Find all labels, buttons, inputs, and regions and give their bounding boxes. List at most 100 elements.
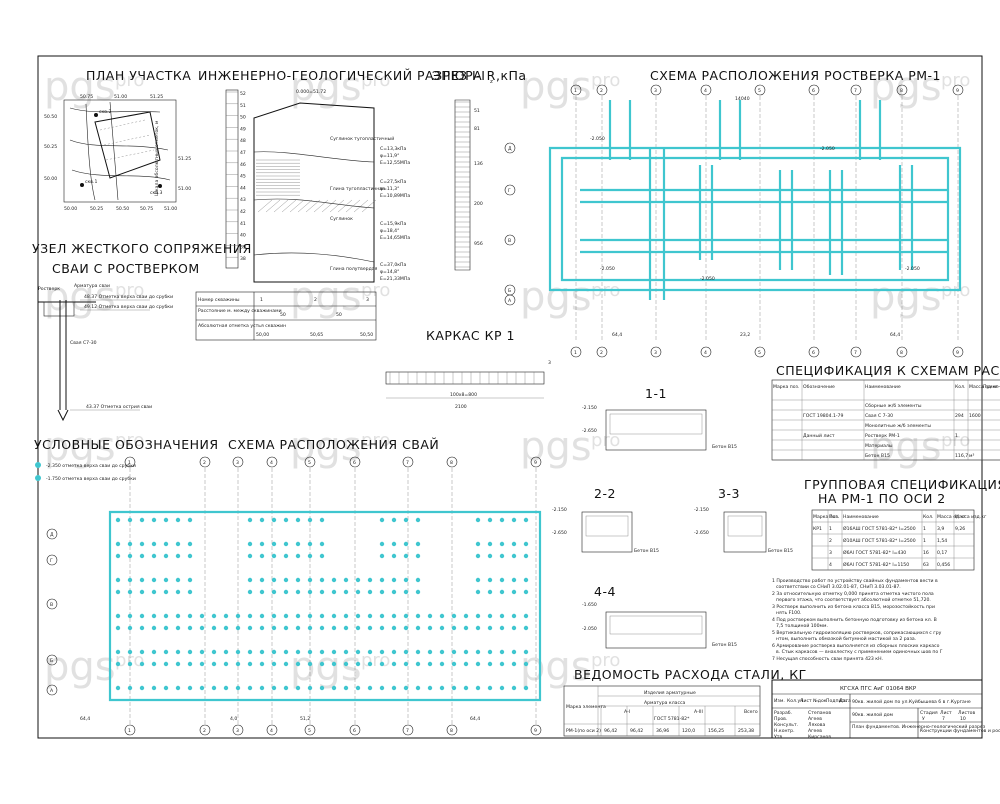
pile-marker <box>223 685 229 691</box>
svg-text:φ=11,9°: φ=11,9° <box>380 153 399 159</box>
group-cell: 1 <box>923 526 926 532</box>
pile-marker <box>319 517 325 523</box>
pile-marker <box>487 589 493 595</box>
pile-marker <box>307 553 313 559</box>
steel-cell: 96,42 <box>630 728 643 734</box>
pile-marker <box>295 541 301 547</box>
pile-marker <box>235 661 241 667</box>
scale-tick: 52 <box>240 91 246 97</box>
spec-header: Кол. <box>955 384 965 390</box>
svg-text:Листов: Листов <box>958 710 975 716</box>
spec-header: Масса ед.кг <box>969 384 998 390</box>
pile-marker <box>343 685 349 691</box>
svg-text:Е=14,65МПа: Е=14,65МПа <box>380 235 410 241</box>
pile-marker <box>367 589 373 595</box>
axis-label: 4 <box>270 728 273 734</box>
piles-scheme-title: СХЕМА РАСПОЛОЖЕНИЯ СВАЙ <box>228 437 439 452</box>
watermark-text: pgs <box>44 644 116 690</box>
svg-text:Номер скважины: Номер скважины <box>198 297 240 303</box>
grillage-scheme: СХЕМА РАСПОЛОЖЕНИЯ РОСТВЕРКА РМ-1 112233… <box>504 68 964 358</box>
epure-title: ЭПЮРА R <box>432 68 496 83</box>
scale-tick: 46 <box>240 162 246 168</box>
pile-marker <box>499 685 505 691</box>
pile-marker <box>175 541 181 547</box>
svg-text:49.12 Отметка верха сваи до ср: 49.12 Отметка верха сваи до срубки <box>84 304 173 310</box>
axis-bubble <box>754 346 766 358</box>
pile-marker <box>367 625 373 631</box>
axis-bubble <box>46 654 58 666</box>
group-cell: 3 <box>829 550 832 556</box>
pile-marker <box>379 685 385 691</box>
pile-marker <box>463 613 469 619</box>
pile-marker <box>523 541 529 547</box>
axis-label: 3 <box>236 460 239 466</box>
svg-text:скв.2: скв.2 <box>99 109 111 115</box>
group-header: Марка поз. <box>813 514 839 520</box>
pile-marker <box>415 577 421 583</box>
pile-marker <box>223 613 229 619</box>
pile-marker <box>271 517 277 523</box>
svg-text:50,00: 50,00 <box>256 332 269 338</box>
pile-marker <box>211 613 217 619</box>
pile-marker <box>391 553 397 559</box>
pile-marker <box>283 589 289 595</box>
legend-item-1: -2.350 отметка верха сваи до срубки <box>46 463 136 469</box>
watermark-sub: pro <box>115 280 144 301</box>
pile-marker <box>523 577 529 583</box>
group-cell: 2 <box>829 538 832 544</box>
legend: УСЛОВНЫЕ ОБОЗНАЧЕНИЯ -2.350 отметка верх… <box>34 437 218 482</box>
pile-marker <box>115 649 121 655</box>
pile-marker <box>151 613 157 619</box>
watermark-text: pgs <box>520 644 592 690</box>
axis-bubble <box>896 84 908 96</box>
pile-marker <box>319 661 325 667</box>
pile-marker <box>391 577 397 583</box>
pile-marker <box>295 685 301 691</box>
watermark-text: pgs <box>290 644 362 690</box>
pile-marker <box>247 649 253 655</box>
note-line: 3 Ростверк выполнить из бетона класса В1… <box>772 603 935 610</box>
svg-text:100х8=800: 100х8=800 <box>450 392 477 398</box>
scale-tick: 50 <box>240 115 246 121</box>
pile-marker <box>319 649 325 655</box>
pile-marker <box>379 649 385 655</box>
pile-marker <box>259 589 265 595</box>
pile-marker <box>379 589 385 595</box>
pile-marker <box>511 613 517 619</box>
steel-title: ВЕДОМОСТЬ РАСХОДА СТАЛИ, КГ <box>574 667 807 682</box>
axis-bubble <box>349 456 361 468</box>
pile-marker <box>307 613 313 619</box>
svg-text:51: 51 <box>474 108 480 114</box>
pile-marker <box>295 661 301 667</box>
steel-cell: 156,25 <box>708 728 724 734</box>
spec-cell: 116,7 <box>955 453 968 459</box>
watermark-text: pgs <box>870 424 942 470</box>
pile-marker <box>343 661 349 667</box>
axis-bubble <box>530 456 542 468</box>
stamp-project: 90кв. жилой дом по ул.Куйбышева 6 в г.Ку… <box>852 698 971 705</box>
axis-bubble <box>570 346 582 358</box>
svg-text:Е=12,55МПа: Е=12,55МПа <box>380 160 410 166</box>
pile-marker <box>223 649 229 655</box>
pile-marker <box>283 625 289 631</box>
axis-bubble <box>896 346 908 358</box>
pile-marker <box>211 685 217 691</box>
pile-node: УЗЕЛ ЖЕСТКОГО СОПРЯЖЕНИЯ СВАИ С РОСТВЕРК… <box>32 241 251 422</box>
pile-marker <box>391 661 397 667</box>
pile-marker <box>283 613 289 619</box>
pile-marker <box>451 649 457 655</box>
axis-bubble <box>349 724 361 736</box>
axis-label: 9 <box>534 460 537 466</box>
pile-marker <box>259 541 265 547</box>
pile-marker <box>403 661 409 667</box>
pile-marker <box>523 613 529 619</box>
axis-bubble <box>402 456 414 468</box>
spec-cell: Данный лист <box>803 432 835 439</box>
axis-label: Г <box>50 558 53 564</box>
svg-text:-2.650: -2.650 <box>694 530 709 536</box>
note-line-cont: соответствии со СНиП 3.02.01-87, СНиП 3.… <box>776 584 901 590</box>
steel-header: ГОСТ 5781-82* <box>654 716 690 722</box>
pile-marker <box>175 589 181 595</box>
axis-label: А <box>508 298 512 304</box>
axis-bubble <box>650 84 662 96</box>
